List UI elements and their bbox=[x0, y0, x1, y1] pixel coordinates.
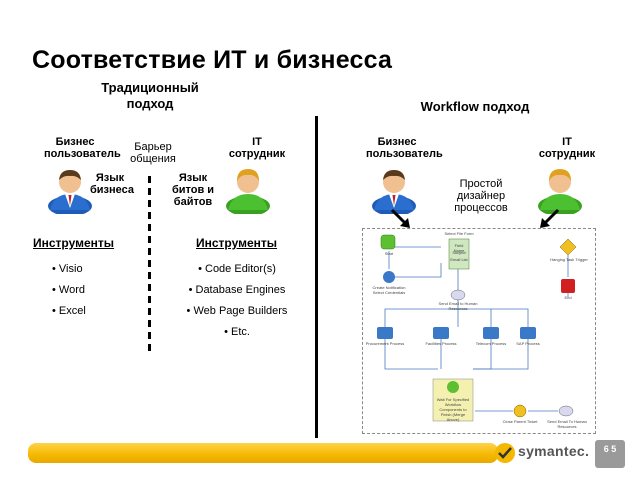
section-divider bbox=[315, 116, 318, 438]
close-parent-node bbox=[513, 404, 527, 418]
create-notification-node bbox=[383, 271, 395, 283]
traditional-heading: Традиционный подход bbox=[101, 80, 199, 111]
form-node bbox=[448, 238, 470, 270]
facilities-label: Facilities Process bbox=[425, 341, 457, 346]
footer-bar bbox=[28, 443, 498, 463]
list-item: Database Engines bbox=[182, 280, 292, 301]
end-label: End bbox=[564, 295, 572, 300]
sap-label: SAP Process bbox=[516, 341, 540, 346]
page-title: Соответствие ИТ и бизнесса bbox=[32, 46, 393, 74]
bits-language-label: Язык битов и байтов bbox=[171, 172, 215, 208]
symantec-logo-icon bbox=[495, 443, 515, 463]
list-item: Etc. bbox=[182, 322, 292, 343]
form-field: Field Name bbox=[453, 243, 465, 253]
tools-left-heading: Инструменты bbox=[33, 236, 115, 250]
symantec-logo-text: symantec. bbox=[518, 443, 590, 459]
page-number: 6 5 bbox=[595, 440, 625, 468]
tools-right-heading: Инструменты bbox=[196, 236, 278, 250]
workflow-it-staff-icon bbox=[538, 169, 582, 214]
hanging-trigger-node bbox=[559, 238, 577, 256]
page-number-text: 6 5 bbox=[603, 444, 617, 454]
wait-node-icon bbox=[447, 381, 459, 393]
form-label: Select File Form bbox=[444, 231, 474, 236]
start-label: Start bbox=[384, 251, 394, 256]
business-user-icon bbox=[48, 170, 92, 214]
workflow-diagram-connectors bbox=[377, 234, 577, 422]
send-email-node bbox=[450, 289, 466, 301]
telecom-label: Telecom Process bbox=[475, 341, 507, 346]
business-language-label: Язык бизнеса bbox=[90, 172, 135, 196]
wait-label: Wait For Specified Workflow Components t… bbox=[436, 397, 470, 422]
final-email-node bbox=[558, 405, 574, 417]
workflow-heading: Workflow подход bbox=[420, 99, 530, 114]
form-field: Email List bbox=[450, 257, 468, 262]
barrier-label: Барьер общения bbox=[130, 141, 176, 165]
telecom-node bbox=[483, 327, 499, 339]
send-email-label: Send Email to Human Resources bbox=[438, 301, 478, 311]
facilities-node bbox=[433, 327, 449, 339]
start-node bbox=[380, 234, 396, 250]
create-notification-label: Create Notification Select Credentials bbox=[372, 285, 406, 295]
workflow-diagram: Start Select File Form Field Name Subjec… bbox=[362, 228, 596, 434]
workflow-it-staff-label: IT сотрудник bbox=[538, 136, 596, 160]
arrow-down-right-icon bbox=[390, 208, 410, 228]
list-item: Visio bbox=[52, 259, 86, 280]
tools-right-list: Code Editor(s) Database Engines Web Page… bbox=[182, 259, 292, 343]
tools-left-list: Visio Word Excel bbox=[52, 259, 86, 322]
hanging-trigger-label: Hanging Task Trigger bbox=[550, 257, 588, 262]
workflow-business-user-label: Бизнес пользователь bbox=[366, 136, 443, 160]
list-item: Excel bbox=[52, 301, 86, 322]
simple-designer-label: Простой дизайнер процессов bbox=[454, 178, 508, 214]
procurement-node bbox=[377, 327, 393, 339]
it-staff-icon bbox=[226, 169, 270, 214]
close-parent-label: Close Parent Ticket bbox=[502, 419, 538, 424]
procurement-label: Procurement Process bbox=[365, 341, 405, 346]
sap-node bbox=[520, 327, 536, 339]
traditional-it-staff-label: IT сотрудник bbox=[228, 136, 286, 160]
list-item: Word bbox=[52, 280, 86, 301]
end-node bbox=[561, 279, 575, 293]
traditional-business-user-label: Бизнес пользователь bbox=[44, 136, 121, 160]
workflow-business-user-icon bbox=[372, 170, 416, 214]
list-item: Code Editor(s) bbox=[182, 259, 292, 280]
final-email-label: Send Email To Human Resources bbox=[547, 419, 587, 429]
form-field: Subject bbox=[452, 250, 466, 255]
barrier-dashed-line bbox=[148, 176, 151, 352]
list-item: Web Page Builders bbox=[182, 301, 292, 322]
arrow-down-left-icon bbox=[540, 208, 560, 228]
